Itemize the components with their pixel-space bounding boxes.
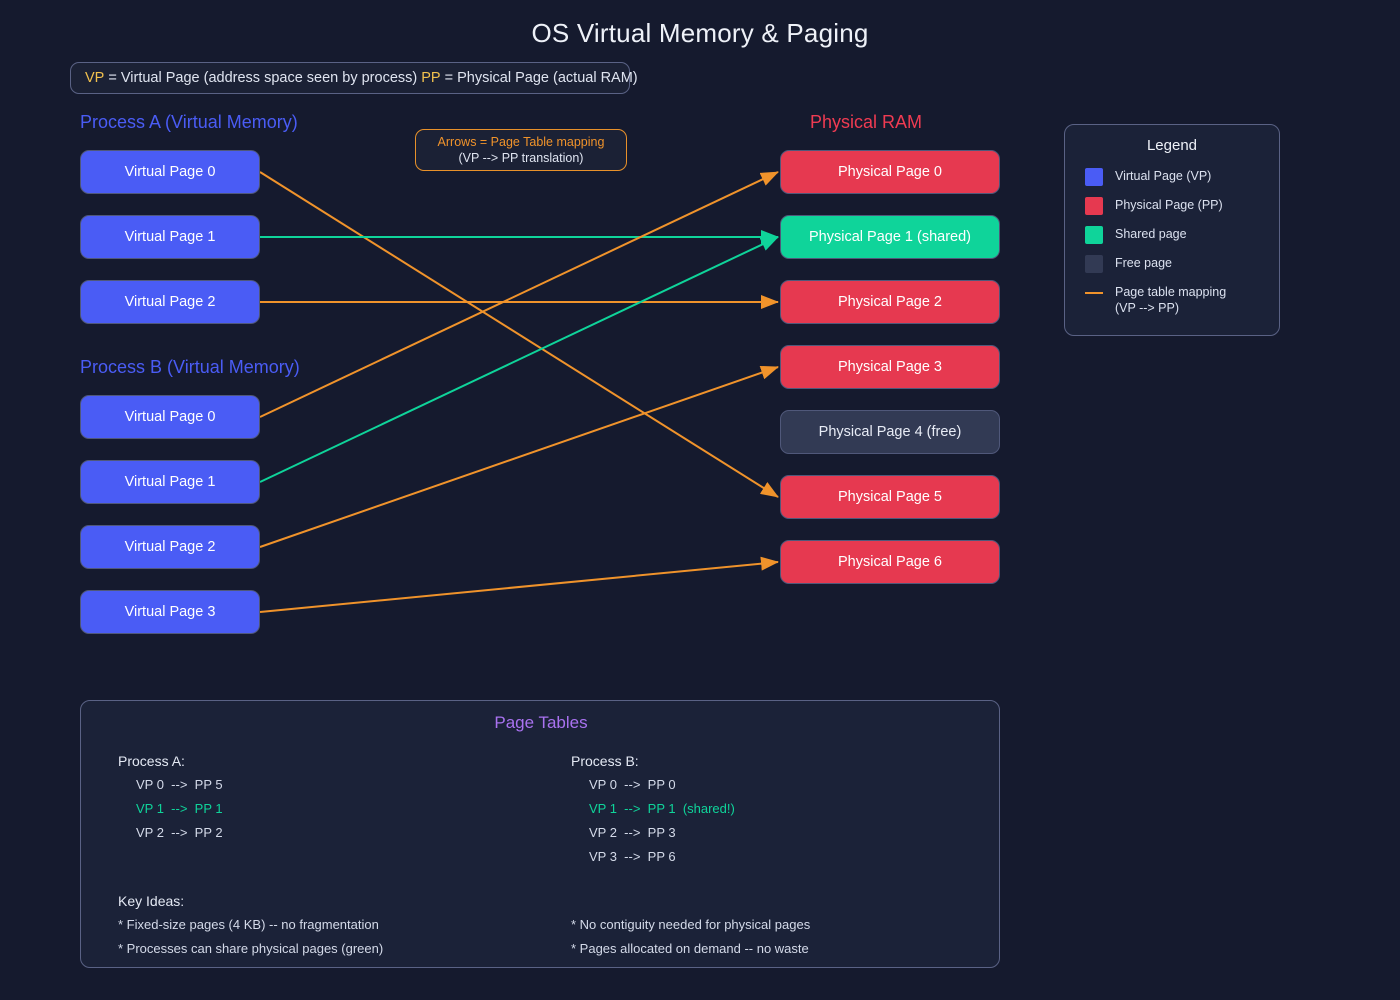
page-box-label: Virtual Page 0 [125, 164, 216, 180]
physical-page-box[interactable]: Physical Page 2 [780, 280, 1000, 324]
page-box-label: Physical Page 3 [838, 359, 942, 375]
virtual-page-box[interactable]: Virtual Page 0 [80, 395, 260, 439]
legend-label: Page table mapping (VP --> PP) [1115, 284, 1226, 316]
key-idea-item: * No contiguity needed for physical page… [571, 917, 810, 932]
page-box-label: Virtual Page 2 [125, 539, 216, 555]
green-square-icon [1085, 226, 1103, 244]
legend-title: Legend [1065, 137, 1279, 154]
page-box-label: Physical Page 4 (free) [819, 424, 962, 440]
page-table-process-b-title: Process B: [571, 753, 639, 769]
page-box-label: Physical Page 0 [838, 164, 942, 180]
vp-token: VP [85, 70, 104, 86]
physical-page-box[interactable]: Physical Page 5 [780, 475, 1000, 519]
physical-page-box[interactable]: Physical Page 6 [780, 540, 1000, 584]
heading-physical-ram: Physical RAM [810, 112, 922, 133]
page-table-entry-a: VP 1 --> PP 1 [136, 801, 223, 816]
pp-definition-text: = Physical Page (actual RAM) [441, 70, 638, 86]
page-title: OS Virtual Memory & Paging [0, 18, 1400, 49]
page-box-label: Virtual Page 1 [125, 474, 216, 490]
legend-label: Physical Page (PP) [1115, 197, 1223, 213]
page-tables-panel: Page Tables Process A: Process B: VP 0 -… [80, 700, 1000, 968]
legend-row: Page table mapping (VP --> PP) [1065, 284, 1279, 316]
legend-row: Free page [1065, 255, 1279, 273]
legend-label: Virtual Page (VP) [1115, 168, 1211, 184]
vp-definition-text: = Virtual Page (address space seen by pr… [104, 70, 421, 86]
page-table-entry-a: VP 2 --> PP 2 [136, 825, 223, 840]
mapping-arrow [260, 172, 778, 497]
page-table-entry-b: VP 2 --> PP 3 [589, 825, 676, 840]
physical-page-box[interactable]: Physical Page 0 [780, 150, 1000, 194]
arrows-note-line1: Arrows = Page Table mapping [438, 134, 605, 150]
page-box-label: Virtual Page 2 [125, 294, 216, 310]
virtual-page-box[interactable]: Virtual Page 2 [80, 280, 260, 324]
heading-process-a: Process A (Virtual Memory) [80, 112, 298, 133]
virtual-page-box[interactable]: Virtual Page 1 [80, 215, 260, 259]
page-box-label: Virtual Page 3 [125, 604, 216, 620]
blue-square-icon [1085, 168, 1103, 186]
heading-process-b: Process B (Virtual Memory) [80, 357, 300, 378]
mapping-arrow [260, 172, 778, 417]
key-idea-item: * Pages allocated on demand -- no waste [571, 941, 809, 956]
gray-square-icon [1085, 255, 1103, 273]
key-ideas-title: Key Ideas: [118, 893, 184, 909]
key-idea-item: * Fixed-size pages (4 KB) -- no fragment… [118, 917, 379, 932]
definition-legend-bar: VP = Virtual Page (address space seen by… [70, 62, 630, 94]
page-table-entry-a: VP 0 --> PP 5 [136, 777, 223, 792]
mapping-arrow [260, 367, 778, 547]
virtual-page-box[interactable]: Virtual Page 0 [80, 150, 260, 194]
legend-row: Virtual Page (VP) [1065, 168, 1279, 186]
legend-rows: Virtual Page (VP) Physical Page (PP) Share… [1065, 168, 1279, 316]
legend-label: Shared page [1115, 226, 1187, 242]
page-box-label: Virtual Page 0 [125, 409, 216, 425]
virtual-page-box[interactable]: Virtual Page 3 [80, 590, 260, 634]
legend-row: Shared page [1065, 226, 1279, 244]
mapping-arrow [260, 562, 778, 612]
red-square-icon [1085, 197, 1103, 215]
page-table-entry-b: VP 1 --> PP 1 (shared!) [589, 801, 735, 816]
physical-page-box[interactable]: Physical Page 1 (shared) [780, 215, 1000, 259]
page-tables-title: Page Tables [81, 713, 1001, 733]
key-idea-item: * Processes can share physical pages (gr… [118, 941, 383, 956]
arrows-explanation-note: Arrows = Page Table mapping (VP --> PP t… [415, 129, 627, 171]
page-table-process-a-title: Process A: [118, 753, 185, 769]
virtual-page-box[interactable]: Virtual Page 1 [80, 460, 260, 504]
page-table-entry-b: VP 3 --> PP 6 [589, 849, 676, 864]
page-box-label: Physical Page 2 [838, 294, 942, 310]
virtual-page-box[interactable]: Virtual Page 2 [80, 525, 260, 569]
legend-label: Free page [1115, 255, 1172, 271]
legend-row: Physical Page (PP) [1065, 197, 1279, 215]
page-box-label: Physical Page 1 (shared) [809, 229, 971, 245]
legend-panel: Legend Virtual Page (VP) Physical Page (P… [1064, 124, 1280, 336]
arrows-note-line2: (VP --> PP translation) [459, 150, 584, 166]
page-box-label: Virtual Page 1 [125, 229, 216, 245]
page-box-label: Physical Page 6 [838, 554, 942, 570]
orange-line-icon [1085, 284, 1103, 302]
physical-page-box[interactable]: Physical Page 3 [780, 345, 1000, 389]
page-table-entry-b: VP 0 --> PP 0 [589, 777, 676, 792]
page-box-label: Physical Page 5 [838, 489, 942, 505]
mapping-arrow [260, 237, 778, 482]
pp-token: PP [421, 70, 440, 86]
physical-page-box[interactable]: Physical Page 4 (free) [780, 410, 1000, 454]
